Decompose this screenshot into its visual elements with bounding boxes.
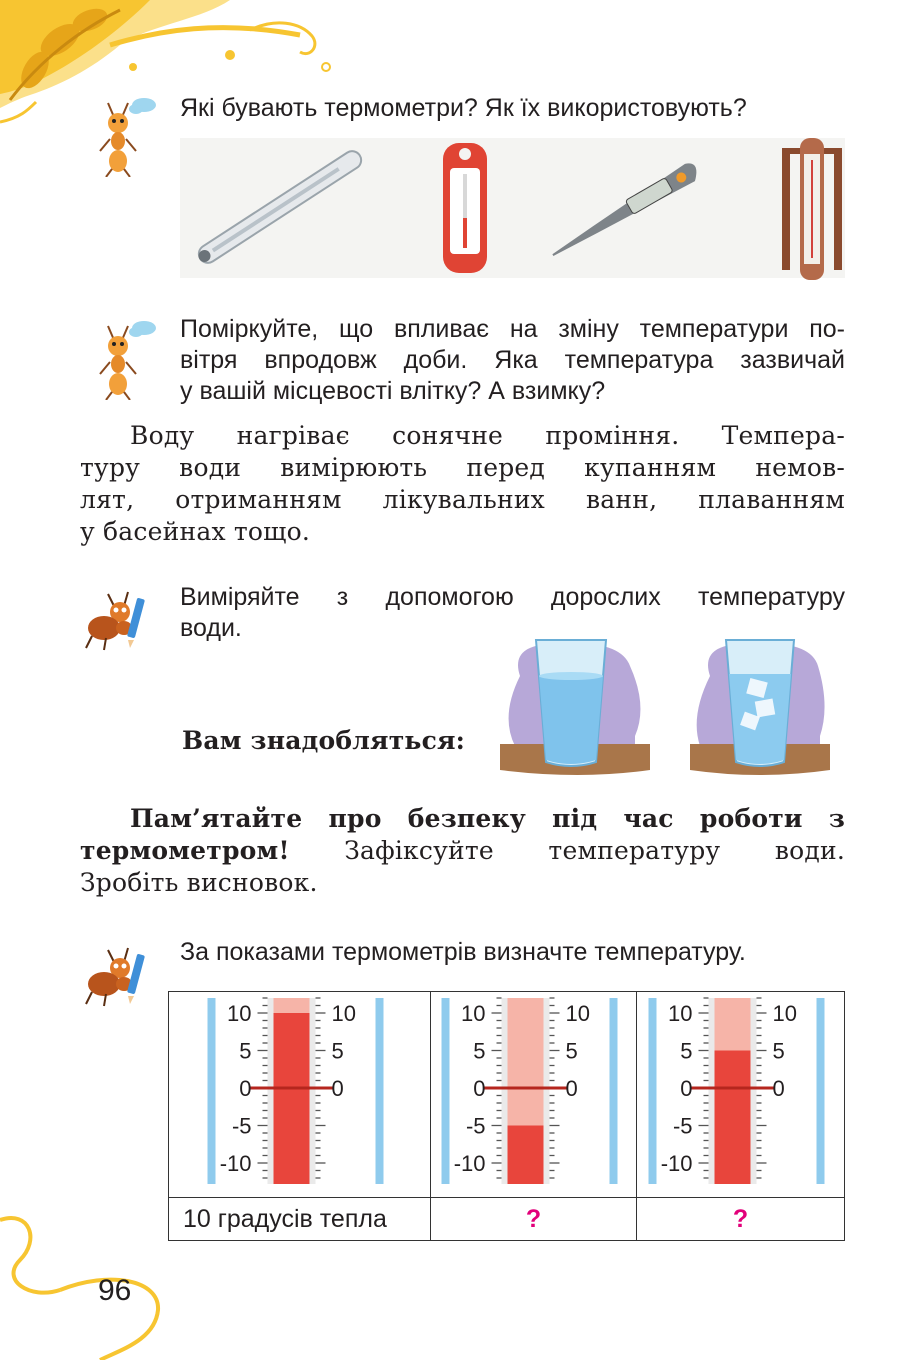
scale-left-bar	[207, 998, 216, 1184]
task1-line1: Виміряйте з допомогою дорослих температу…	[180, 583, 845, 611]
scale-label-right: 5	[332, 1039, 344, 1064]
scale-label-right: 10	[332, 1001, 356, 1026]
scale-label-left: 0	[473, 1076, 485, 1101]
thermometer-table: 10 10 5 5 0 0 -5 -10 10 10 5 5 0 0 -5 -10 10 10 5 5 0 0 -5 -1…	[168, 991, 845, 1241]
thermometer-2: 10 10 5 5 0 0 -5 -10	[441, 997, 618, 1184]
scale-right-bar	[609, 998, 618, 1184]
task1-line2: води.	[180, 614, 242, 642]
paragraph1-line2: туру води вимірюють перед купанням немов…	[80, 453, 845, 482]
safety-line3: Зробіть висновок.	[80, 868, 318, 897]
section2-text: Поміркуйте, що впливає на зміну температ…	[180, 314, 845, 407]
safety-paragraph: Пам’ятайте про безпеку під час роботи з …	[80, 803, 845, 899]
ant-thinking-icon	[99, 321, 156, 400]
corner-leaves-decoration	[0, 0, 331, 124]
safety-line1: Пам’ятайте про безпеку під час роботи з	[130, 804, 845, 833]
scale-label-left: -10	[661, 1151, 693, 1176]
thermometer-cell-3: 10 10 5 5 0 0 -5 -10	[636, 991, 845, 1198]
paragraph-water-heating: Воду нагріває сонячне проміння. Темпера-…	[80, 420, 845, 548]
answer-row: 10 градусів тепла ? ?	[168, 1197, 845, 1241]
needed-label: Вам знадобляться:	[182, 726, 466, 755]
scale-right-bar	[816, 998, 825, 1184]
ant-thinking-icon	[99, 98, 156, 177]
scale-label-left: 5	[239, 1039, 251, 1064]
paragraph1-line3: лят, отриманням лікувальних ванн, плаван…	[80, 485, 845, 514]
section2-line1: Поміркуйте, що впливає на зміну температ…	[180, 315, 845, 343]
ant-pencil-icon	[85, 947, 145, 1007]
thermometer-cell-2: 10 10 5 5 0 0 -5 -10	[430, 991, 637, 1198]
scale-label-right: 5	[566, 1039, 578, 1064]
scale-label-right: 10	[566, 1001, 590, 1026]
scale-left-bar	[441, 998, 450, 1184]
safety-line2-rest: Зафіксуйте температуру води.	[289, 836, 845, 865]
paragraph1-line4: у басейнах тощо.	[80, 517, 311, 546]
section2-line3: у вашій місцевості влітку? А взимку?	[180, 377, 606, 405]
scale-label-right: 0	[773, 1076, 785, 1101]
glass-of-water-image	[500, 639, 650, 775]
mercury-column	[507, 1125, 544, 1184]
task2-instruction: За показами термометрів визначте темпера…	[180, 938, 746, 966]
scale-label-right: 0	[566, 1076, 578, 1101]
thermometer-row: 10 10 5 5 0 0 -5 -10 10 10 5 5 0 0 -5 -10 10 10 5 5 0 0 -5 -1…	[168, 991, 845, 1198]
answer-cell-3: ?	[636, 1197, 845, 1241]
page-number: 96	[98, 1274, 132, 1307]
thermometer-3: 10 10 5 5 0 0 -5 -10	[648, 997, 825, 1184]
scale-label-left: -10	[454, 1151, 486, 1176]
scale-label-left: -5	[673, 1114, 693, 1139]
scale-label-right: 0	[332, 1076, 344, 1101]
scale-label-left: -5	[466, 1114, 486, 1139]
section2-line2: вітря впродовж доби. Яка температура заз…	[180, 346, 845, 374]
section1-question: Які бувають термометри? Як їх використов…	[180, 94, 747, 122]
paragraph1-line1: Воду нагріває сонячне проміння. Темпера-	[130, 421, 845, 450]
mercury-column	[273, 1013, 310, 1184]
red-water-thermometer-image	[443, 143, 487, 273]
scale-label-left: 5	[680, 1039, 692, 1064]
safety-bold-word: термометром!	[80, 836, 290, 865]
scale-left-bar	[648, 998, 657, 1184]
scale-label-left: 10	[461, 1001, 485, 1026]
scale-right-bar	[375, 998, 384, 1184]
scale-label-left: 0	[680, 1076, 692, 1101]
wall-thermometer-image	[782, 138, 842, 280]
thermometer-1: 10 10 5 5 0 0 -5 -10	[207, 997, 384, 1184]
mercury-column	[714, 1050, 751, 1184]
task1-text: Виміряйте з допомогою дорослих температу…	[180, 582, 845, 644]
scale-label-left: 5	[473, 1039, 485, 1064]
safety-line2: термометром! Зафіксуйте температуру води…	[80, 835, 845, 867]
digital-thermometer-image	[552, 163, 697, 256]
ant-pencil-icon	[85, 591, 145, 651]
scale-label-left: -10	[220, 1151, 252, 1176]
glass-of-ice-water-image	[690, 639, 830, 775]
scale-label-left: 0	[239, 1076, 251, 1101]
glass-thermometer-image	[197, 150, 363, 264]
scale-label-left: 10	[227, 1001, 251, 1026]
corner-swirl-decoration	[0, 1216, 161, 1360]
scale-label-left: 10	[668, 1001, 692, 1026]
scale-label-right: 10	[773, 1001, 797, 1026]
scale-label-right: 5	[773, 1039, 785, 1064]
scale-label-left: -5	[232, 1114, 252, 1139]
answer-cell-1: 10 градусів тепла	[168, 1197, 431, 1241]
answer-cell-2: ?	[430, 1197, 637, 1241]
thermometer-cell-1: 10 10 5 5 0 0 -5 -10	[168, 991, 431, 1198]
